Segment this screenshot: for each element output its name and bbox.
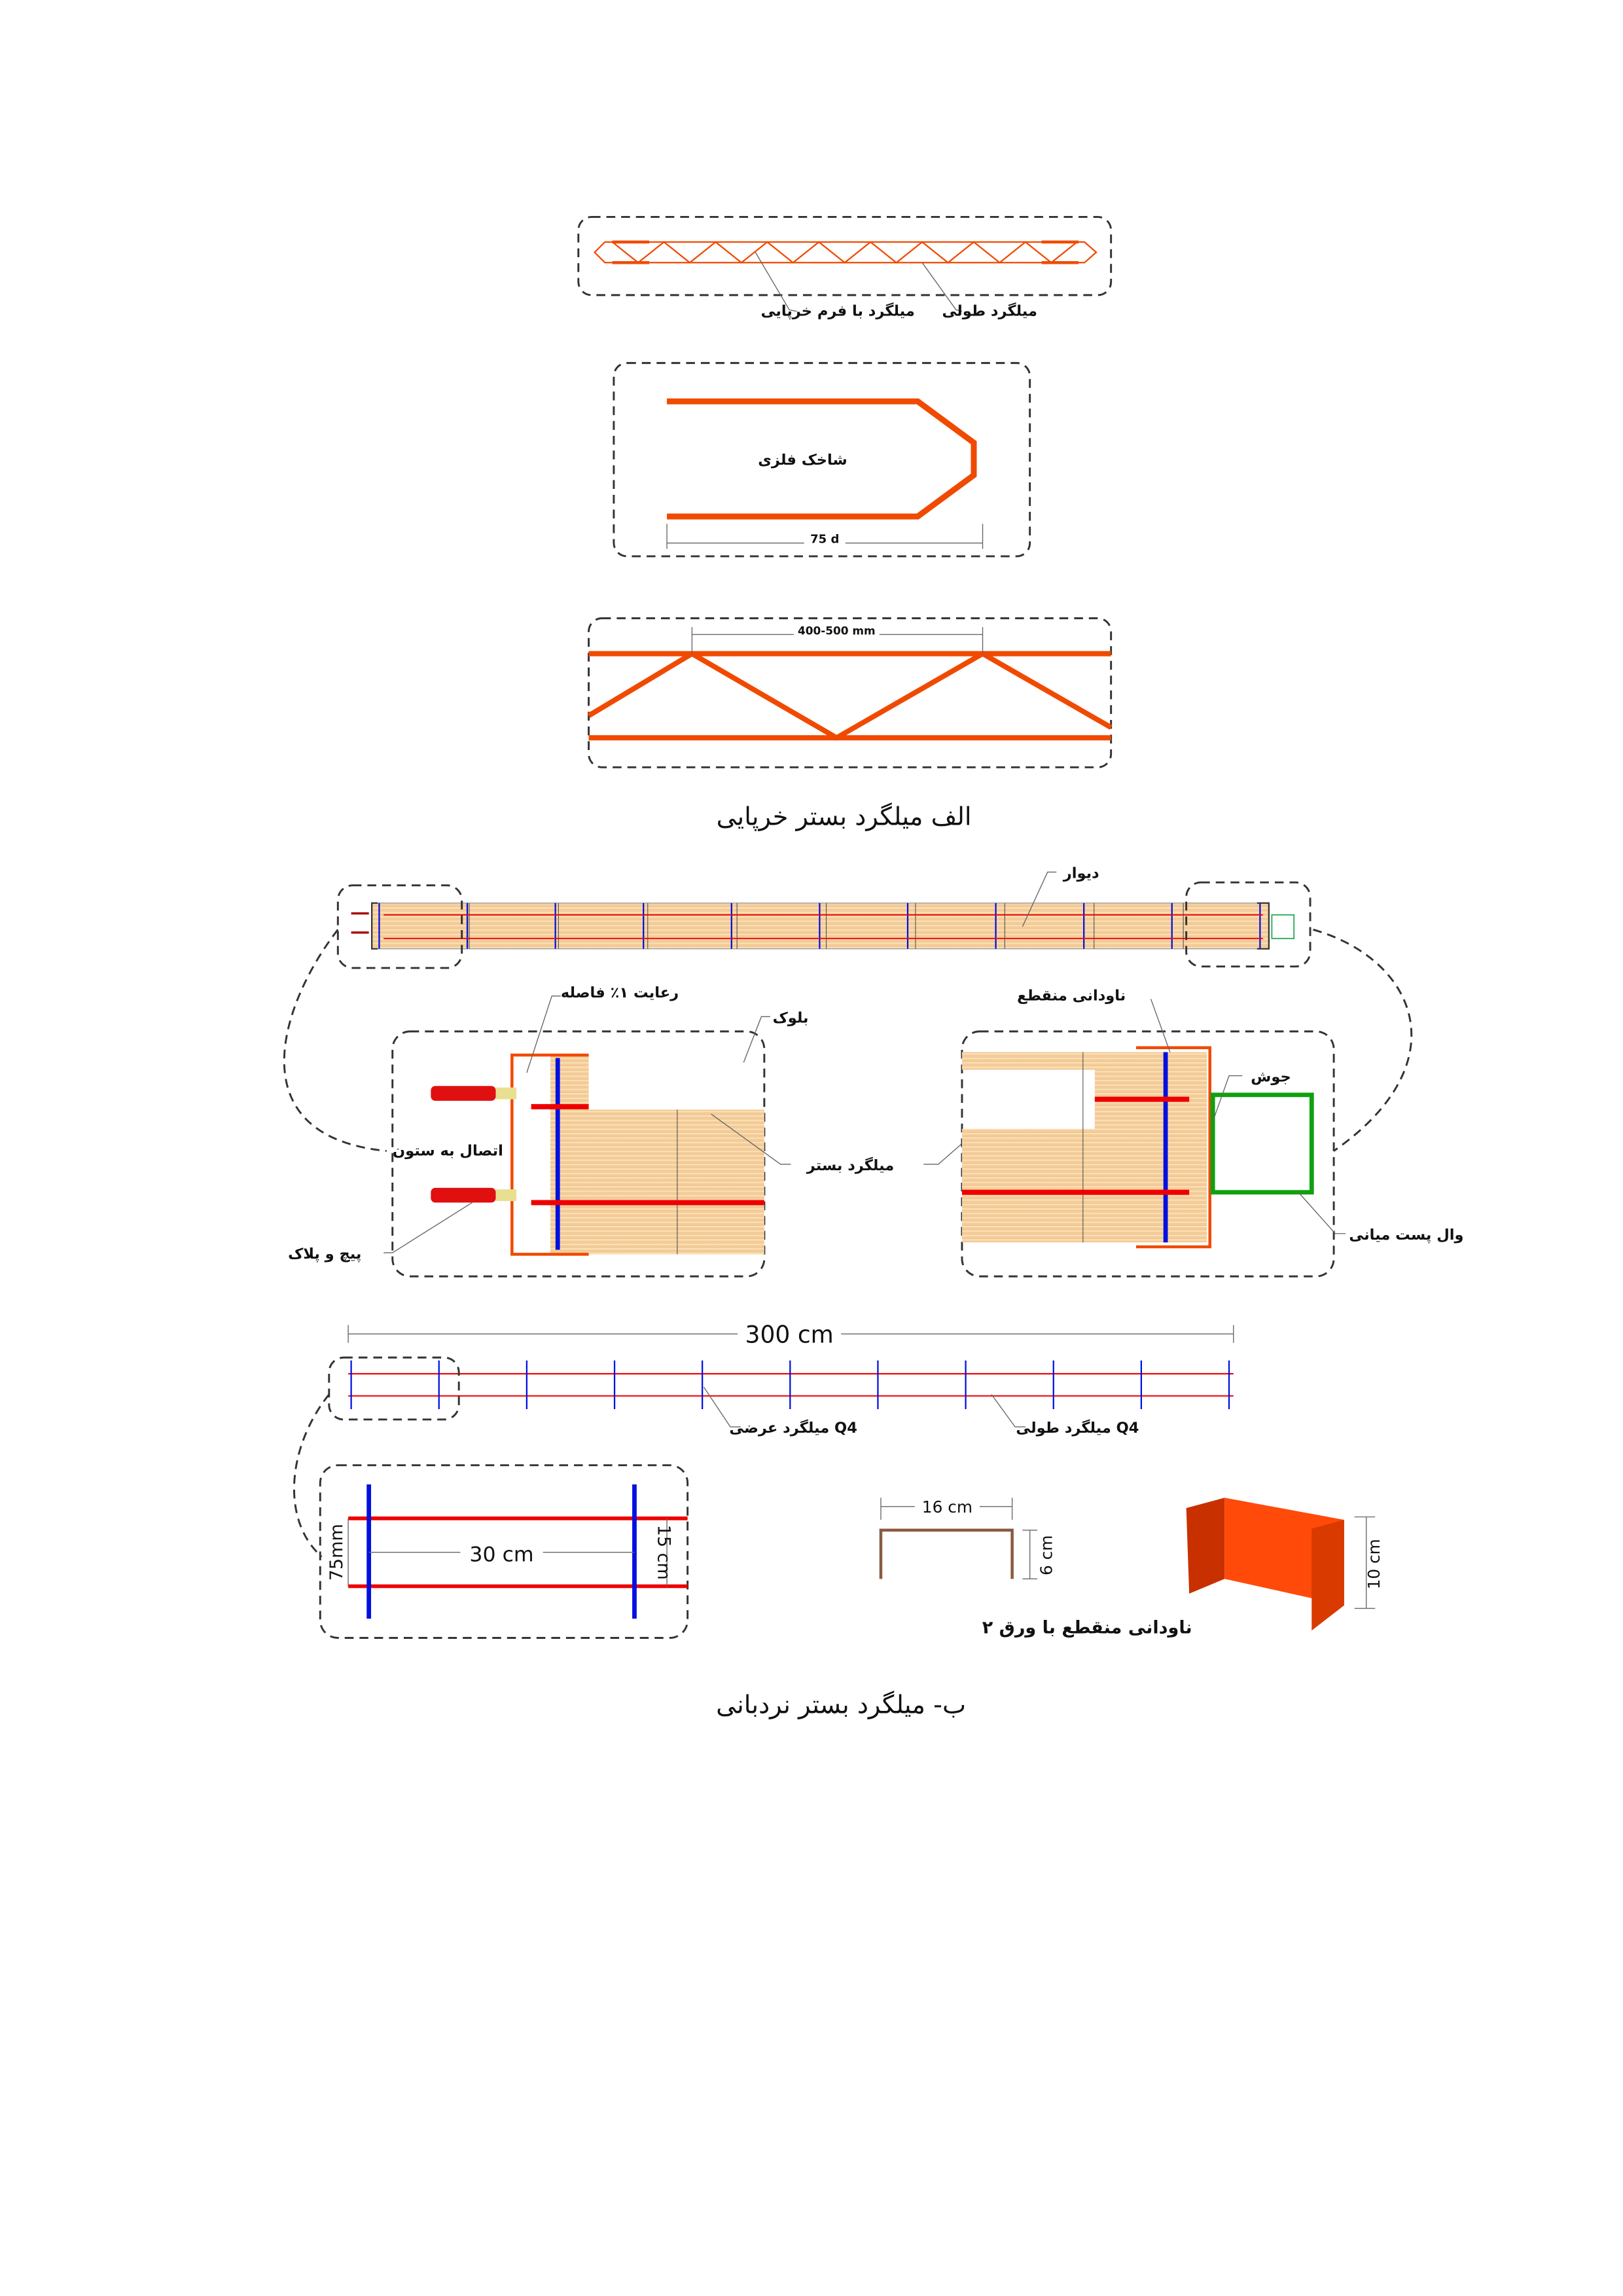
detail-frame [577,215,1113,296]
label-transverse-rebar: Q4 میلگرد عرضی [729,1419,857,1437]
label-wall: دیوار [1063,865,1099,882]
label-channel: ناودانی منقطع [1017,988,1126,1005]
screw-anchor-icon [431,1086,517,1101]
truss-zigzag [611,241,1078,264]
channel-section: 16 cm 6 cm ناودانی منقطع با ورق ۲ [879,1498,1192,1638]
label-wall-post: وال پست میانی [1349,1227,1463,1244]
label-channel-sheet: ناودانی منقطع با ورق ۲ [982,1618,1192,1638]
dim-15cm: 15 cm [654,1525,674,1580]
hook-detail: شاخک فلزی 75 d [613,362,1031,558]
label-column-connection: اتصال به ستون [393,1142,503,1159]
dim-10cm: 10 cm [1364,1539,1383,1589]
dim-30cm: 30 cm [469,1543,533,1566]
channel-3d-icon: 10 cm [1186,1498,1383,1631]
ladder-rebar-plan: 300 cm Q4 میلگرد عرضی Q4 میلگرد طولی [293,1321,1234,1558]
screw-anchor-icon [431,1187,517,1203]
caption-section-a: الف میلگرد بستر خرپایی [717,802,972,831]
dim-hook: 75 d [810,533,839,547]
wall-plan-view: دیوار [283,865,1413,1152]
label-gap: رعایت ۱٪ فاصله [561,984,679,1001]
label-bed-rebar: میلگرد بستر [806,1157,894,1174]
label-longitudinal-rebar: میلگرد طولی [942,302,1037,319]
dim-75mm: 75mm [327,1524,347,1581]
label-weld: جوش [1251,1069,1291,1086]
truss-spacing-detail: 400-500 mm [587,617,1113,768]
caption-section-b: ب- میلگرد بستر نردبانی [716,1690,966,1719]
label-block: بلوک [773,1009,809,1026]
label-longitudinal-rebar-q4: Q4 میلگرد طولی [1016,1419,1139,1437]
truss-plan-view: میلگرد با فرم خرپایی میلگرد طولی [577,215,1113,319]
label-screw-plate: پیچ و پلاک [288,1246,361,1263]
dim-16cm: 16 cm [922,1498,972,1516]
dim-6cm: 6 cm [1037,1535,1056,1575]
label-hook: شاخک فلزی [758,452,847,469]
wall-post-detail: ناودانی منقطع جوش وال پست میانی [961,988,1463,1278]
label-truss-rebar: میلگرد با فرم خرپایی [761,302,915,319]
column-connection-detail: رعایت ۱٪ فاصله بلوک اتصال به ستون پیچ و … [288,984,974,1278]
wall-post-icon [1271,914,1295,939]
wall-post [1210,1092,1314,1195]
dim-spacing: 400-500 mm [798,624,876,637]
dim-total-length: 300 cm [745,1321,834,1349]
ladder-detail: 30 cm 15 cm 75mm [319,1464,689,1639]
